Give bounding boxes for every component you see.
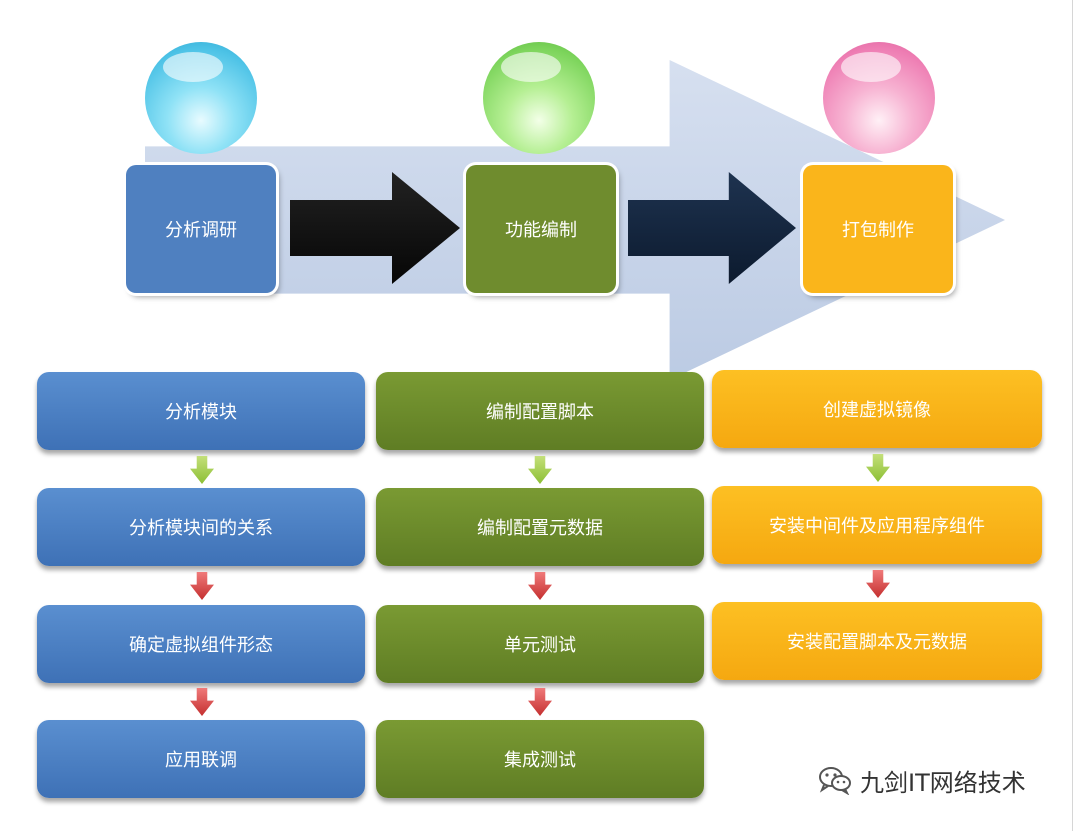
- analysis-step-1: 分析模块: [37, 372, 365, 450]
- function-arrow-2: [528, 572, 552, 600]
- function-arrow-3: [528, 688, 552, 716]
- packaging-arrow-2: [866, 570, 890, 598]
- analysis-arrow-1: [190, 456, 214, 484]
- analysis-arrow-2: [190, 572, 214, 600]
- stage-2-sphere: [483, 42, 595, 154]
- function-step-4: 集成测试: [376, 720, 704, 798]
- watermark-text: 九剑IT网络技术: [860, 768, 1026, 797]
- function-arrow-1: [528, 456, 552, 484]
- packaging-step-1: 创建虚拟镜像: [712, 370, 1042, 448]
- function-step-1: 编制配置脚本: [376, 372, 704, 450]
- function-step-2: 编制配置元数据: [376, 488, 704, 566]
- stage-1-sphere: [145, 42, 257, 154]
- analysis-arrow-3: [190, 688, 214, 716]
- packaging-step-2: 安装中间件及应用程序组件: [712, 486, 1042, 564]
- stage-function: 功能编制: [466, 165, 616, 293]
- stage-packaging: 打包制作: [803, 165, 953, 293]
- stage-3-sphere: [823, 42, 935, 154]
- analysis-step-4: 应用联调: [37, 720, 365, 798]
- stage-analysis: 分析调研: [126, 165, 276, 293]
- analysis-step-2: 分析模块间的关系: [37, 488, 365, 566]
- function-step-3: 单元测试: [376, 605, 704, 683]
- packaging-arrow-1: [866, 454, 890, 482]
- wechat-icon: [819, 767, 851, 795]
- watermark: 九剑IT网络技术: [818, 762, 1026, 798]
- analysis-step-3: 确定虚拟组件形态: [37, 605, 365, 683]
- packaging-step-3: 安装配置脚本及元数据: [712, 602, 1042, 680]
- frame-border: [1072, 0, 1073, 831]
